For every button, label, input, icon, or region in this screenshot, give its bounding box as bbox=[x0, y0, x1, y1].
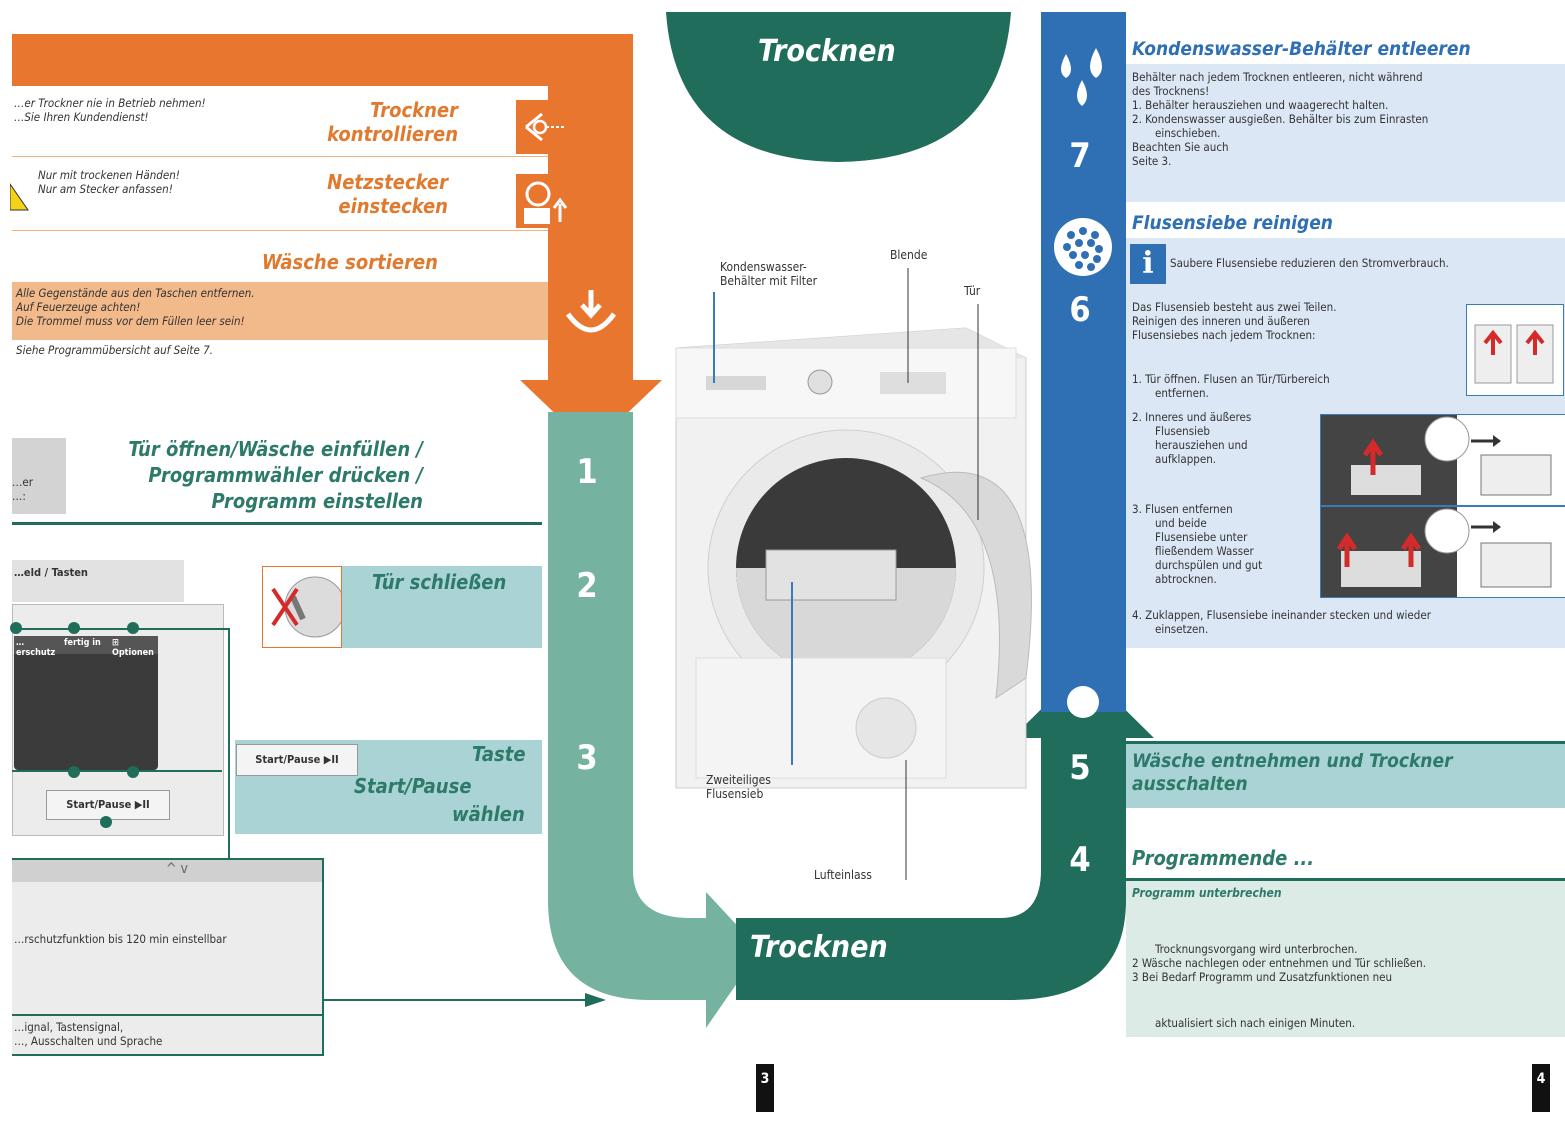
step3-title-c: wählen bbox=[452, 802, 525, 826]
label-condensate: Kondenswasser- Behälter mit Filter bbox=[720, 260, 818, 289]
row1-note: …er Trockner nie in Betrieb nehmen! …Sie… bbox=[14, 96, 206, 125]
display-header: …eld / Tasten bbox=[14, 566, 88, 579]
filter-intro: Das Flusensieb besteht aus zwei Teilen. … bbox=[1132, 300, 1337, 343]
row1-title: Trockner kontrollieren bbox=[327, 98, 458, 147]
interrupt-panel bbox=[1126, 881, 1565, 1037]
update-text: aktualisiert sich nach einigen Minuten. bbox=[1132, 1016, 1356, 1030]
display-tab[interactable]: ⊞ Optionen bbox=[112, 638, 154, 658]
page-number-left: 3 bbox=[756, 1064, 774, 1112]
condensate-title: Kondenswasser-Behälter entleeren bbox=[1132, 38, 1471, 60]
top-title: Trocknen bbox=[758, 34, 896, 69]
step-number-2: 2 bbox=[576, 566, 598, 606]
scroll-arrows-icon[interactable]: ^ v bbox=[166, 861, 189, 877]
row3-ref: Siehe Programmübersicht auf Seite 7. bbox=[16, 343, 213, 357]
filter-step4: 4. Zuklappen, Flusensiebe ineinander ste… bbox=[1132, 608, 1431, 637]
sort-notes-bg bbox=[12, 282, 548, 340]
filter-step2: 2. Inneres und äußeres Flusensieb heraus… bbox=[1132, 410, 1252, 467]
row3-title: Wäsche sortieren bbox=[261, 250, 438, 274]
lint-filter-icon bbox=[1052, 216, 1114, 282]
filter-title: Flusensiebe reinigen bbox=[1132, 212, 1333, 234]
step-number-3: 3 bbox=[576, 738, 598, 778]
step-number-4: 4 bbox=[1069, 840, 1091, 880]
interrupt-title: Programm unterbrechen bbox=[1132, 886, 1282, 900]
filter-step3: 3. Flusen entfernen und beide Flusensieb… bbox=[1132, 502, 1263, 587]
step1-title: Tür öffnen/Wäsche einfüllen / Programmwä… bbox=[128, 437, 423, 513]
gray-box bbox=[12, 438, 66, 514]
condensate-text: Behälter nach jedem Trocknen entleeren, … bbox=[1132, 70, 1429, 169]
end-title: Programmende ... bbox=[1132, 846, 1315, 870]
display-screen: …erschutz fertig in ⊞ Optionen bbox=[14, 636, 158, 770]
blue-band bbox=[1041, 12, 1126, 712]
load-icon bbox=[564, 288, 618, 342]
panel-start-pause-button[interactable]: Start/Pause ▶II bbox=[46, 790, 170, 820]
row2-title: Netzstecker einstecken bbox=[327, 170, 448, 219]
teal-dark-arrow bbox=[736, 668, 1154, 1000]
options-box bbox=[12, 858, 324, 1056]
display-tab[interactable]: fertig in bbox=[64, 638, 101, 648]
condensate-panel bbox=[1126, 64, 1565, 202]
label-filter: Zweiteiliges Flusensieb bbox=[706, 773, 771, 802]
filter-parts-image bbox=[1466, 304, 1564, 396]
orange-arrow bbox=[12, 34, 662, 448]
step-number-7: 7 bbox=[1069, 136, 1091, 176]
teal-light-arrow bbox=[548, 412, 760, 1028]
filter-step1: 1. Tür öffnen. Flusen an Tür/Türbereich … bbox=[1132, 372, 1330, 401]
step-number-5: 5 bbox=[1069, 748, 1091, 788]
interrupt-text: Trocknungsvorgang wird unterbrochen. 2 W… bbox=[1132, 942, 1427, 985]
step-number-1: 1 bbox=[576, 452, 598, 492]
page-number-right: 4 bbox=[1532, 1064, 1550, 1112]
plug-icon bbox=[516, 174, 568, 228]
eye-inspect-icon bbox=[516, 100, 568, 154]
step2-title: Tür schließen bbox=[372, 570, 507, 594]
warning-icon bbox=[9, 180, 30, 216]
row3-notes: Alle Gegenstände aus den Taschen entfern… bbox=[16, 286, 255, 329]
label-panel: Blende bbox=[890, 248, 928, 262]
gray-box-text: …er …: bbox=[12, 475, 33, 504]
remove-panel bbox=[1126, 744, 1565, 808]
step-number-6: 6 bbox=[1069, 290, 1091, 330]
display-tab[interactable]: …erschutz bbox=[16, 638, 56, 658]
close-door-image bbox=[262, 566, 346, 648]
option-text: …rschutzfunktion bis 120 min einstellbar bbox=[14, 932, 227, 946]
info-icon: i bbox=[1130, 244, 1166, 284]
row2-note: Nur mit trockenen Händen! Nur am Stecker… bbox=[38, 168, 180, 197]
panel-dots bbox=[10, 622, 139, 828]
remove-title: Wäsche entnehmen und Trockner ausschalte… bbox=[1132, 750, 1453, 796]
display-header-bg bbox=[12, 560, 184, 602]
step3-title-b: Start/Pause bbox=[354, 774, 472, 798]
filter-step2-image bbox=[1320, 414, 1565, 506]
info-text: Saubere Flusensiebe reduzieren den Strom… bbox=[1170, 256, 1449, 270]
top-half-circle bbox=[666, 12, 1011, 162]
water-drops-icon bbox=[1052, 44, 1114, 114]
label-door: Tür bbox=[964, 284, 981, 298]
start-pause-button[interactable]: Start/Pause ▶II bbox=[236, 744, 358, 776]
label-air: Lufteinlass bbox=[814, 868, 872, 882]
step3-title-a: Taste bbox=[472, 742, 526, 766]
signal-text: …ignal, Tastensignal, …, Ausschalten und… bbox=[14, 1020, 163, 1049]
bottom-title: Trocknen bbox=[750, 930, 888, 965]
filter-step3-image bbox=[1320, 506, 1565, 598]
